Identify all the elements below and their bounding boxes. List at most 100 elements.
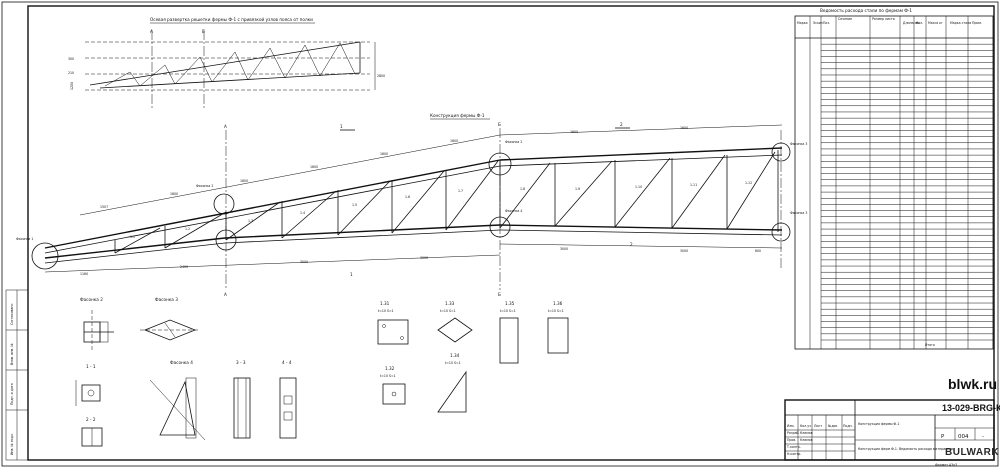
member-label-11: 1.11 bbox=[690, 183, 697, 187]
top-view-dim-1: 2800 bbox=[377, 74, 385, 78]
detail-fasonka-4: Фасонка 4 bbox=[149, 360, 206, 441]
steel-table-title: Ведомость расхода стали по фермам Ф-1 bbox=[820, 8, 912, 13]
title-desc-1: Конструкция фермы Ф-1 bbox=[858, 422, 899, 426]
plate-1-32: 1.32 t=10 S=1 bbox=[380, 366, 406, 405]
cut-mark-2: 2 bbox=[620, 122, 623, 127]
svg-text:Лист: Лист bbox=[814, 424, 822, 428]
cut-mark-1: 1 bbox=[340, 124, 343, 129]
svg-text:Изм.: Изм. bbox=[787, 424, 795, 428]
svg-text:Фасонка 2: Фасонка 2 bbox=[80, 297, 103, 302]
bottom-dim-1: 1160 bbox=[80, 272, 88, 276]
member-label-10: 1.10 bbox=[635, 185, 642, 189]
svg-text:1 - 1: 1 - 1 bbox=[86, 364, 96, 369]
member-label-7: 1.7 bbox=[458, 189, 463, 193]
table-header-8: Марка стали bbox=[950, 21, 971, 25]
member-label-5: 1.5 bbox=[352, 203, 357, 207]
side-stamp-label-3: Взам. инв. № bbox=[10, 343, 14, 365]
side-stamp: Инв. № подл. Подп. и дата Взам. инв. № С… bbox=[5, 289, 29, 461]
title-block: 13-029-BRG-КМ-1 Разраб. Пров. Т.контр. Н… bbox=[784, 399, 1000, 467]
detail-fasonka-2: Фасонка 2 bbox=[80, 297, 114, 352]
top-view-dim-4: 210 bbox=[68, 71, 74, 75]
svg-text:Н.контр.: Н.контр. bbox=[787, 452, 801, 456]
bottom-dim-3: 3000 bbox=[300, 260, 308, 264]
table-header-0: Марка bbox=[797, 21, 808, 25]
member-label-2: 1.2 bbox=[185, 227, 190, 231]
top-dim-2: 1600 bbox=[170, 192, 178, 196]
top-dim-7: 1600 bbox=[570, 130, 578, 134]
svg-text:t=10 S=1: t=10 S=1 bbox=[378, 309, 394, 313]
sheet-number: 004 bbox=[958, 434, 969, 440]
section-mark-b-top: Б bbox=[498, 122, 501, 127]
detail-section-3-3: 3 - 3 bbox=[233, 360, 251, 439]
bottom-dim-5: 3000 bbox=[560, 247, 568, 251]
title-desc-2: Конструкция ферм Ф-1. Ведомость расхода … bbox=[858, 447, 954, 451]
section-mark-b-bottom: Б bbox=[498, 292, 501, 297]
detail-section-1-1: 1 - 1 bbox=[75, 364, 101, 406]
svg-text:Климов: Климов bbox=[800, 438, 813, 442]
svg-text:Фасонка 4: Фасонка 4 bbox=[170, 360, 193, 365]
svg-text:Т.контр.: Т.контр. bbox=[786, 445, 801, 449]
svg-text:Подп.: Подп. bbox=[843, 424, 853, 428]
format-label: Формат А3х3 bbox=[935, 463, 957, 467]
svg-text:1.36: 1.36 bbox=[553, 301, 563, 306]
table-header-4: Размер листа bbox=[872, 17, 895, 21]
svg-text:№док: №док bbox=[828, 424, 837, 428]
cut-mark-1b: 1 bbox=[350, 272, 353, 277]
top-development-view: Осевая развертка решетки фермы Ф-1 с при… bbox=[68, 17, 385, 110]
callout-4: Фасонка 3 bbox=[790, 142, 807, 146]
node-circle-a-bottom bbox=[215, 229, 237, 251]
svg-text:Разраб.: Разраб. bbox=[787, 431, 800, 435]
svg-text:1.34: 1.34 bbox=[450, 353, 460, 358]
callout-2: Фасонка 2 bbox=[196, 184, 213, 188]
callout-6: Фасонка 4 bbox=[505, 209, 522, 213]
plate-1-33: 1.33 t=10 S=1 bbox=[437, 301, 473, 343]
top-view-label-b: Б bbox=[202, 29, 205, 34]
member-label-3: 1.3 bbox=[248, 219, 253, 223]
svg-text:2 - 2: 2 - 2 bbox=[86, 417, 96, 422]
table-header-3: Сечение bbox=[838, 17, 852, 21]
table-header-1: Эскиз bbox=[813, 21, 823, 25]
svg-text:t=10 S=1: t=10 S=1 bbox=[500, 309, 516, 313]
member-label-8: 1.8 bbox=[520, 187, 525, 191]
node-circle-support bbox=[31, 242, 59, 270]
svg-text:3 - 3: 3 - 3 bbox=[236, 360, 246, 365]
callout-1: Фасонка 1 bbox=[16, 237, 33, 241]
table-header-7: Масса кг bbox=[928, 21, 943, 25]
svg-text:t=10 S=1: t=10 S=1 bbox=[380, 374, 396, 378]
stage: Р bbox=[941, 434, 945, 440]
table-header-6: Кол. bbox=[916, 21, 923, 25]
plate-1-36: 1.36 t=10 S=1 bbox=[547, 301, 569, 354]
svg-text:Климов: Климов bbox=[800, 431, 813, 435]
table-header-9: Прим. bbox=[972, 21, 982, 25]
table-header-2: Поз. bbox=[823, 21, 830, 25]
table-header-5: Длина мм bbox=[903, 21, 920, 25]
member-label-12: 1.12 bbox=[745, 181, 752, 185]
side-stamp-label-1: Инв. № подл. bbox=[10, 433, 14, 455]
plate-1-34: 1.34 t=10 S=1 bbox=[437, 353, 467, 413]
svg-text:t=10 S=1: t=10 S=1 bbox=[445, 361, 461, 365]
cut-mark-2b: 2 bbox=[630, 242, 633, 247]
svg-text:t=10 S=1: t=10 S=1 bbox=[440, 309, 456, 313]
svg-text:1.31: 1.31 bbox=[380, 301, 390, 306]
svg-text:Фасонка 3: Фасонка 3 bbox=[155, 297, 178, 302]
detail-section-2-2: 2 - 2 bbox=[81, 417, 103, 447]
node-circle-b-bottom bbox=[489, 216, 511, 238]
top-view-label-a: А bbox=[150, 29, 153, 34]
node-circle-a-top bbox=[213, 193, 235, 215]
sheet-count: - bbox=[982, 434, 984, 440]
section-mark-a-top: А bbox=[224, 124, 227, 129]
table-total-label: Итого bbox=[925, 343, 935, 347]
top-dim-3: 1600 bbox=[240, 179, 248, 183]
svg-text:Пров.: Пров. bbox=[787, 438, 796, 442]
member-label-4: 1.4 bbox=[300, 211, 305, 215]
top-dim-8: 1600 bbox=[680, 126, 688, 130]
top-view-title: Осевая развертка решетки фермы Ф-1 с при… bbox=[150, 17, 313, 22]
side-stamp-label-2: Подп. и дата bbox=[10, 383, 14, 405]
plate-1-31: 1.31 t=10 S=1 bbox=[377, 301, 409, 345]
steel-table-frame bbox=[794, 15, 994, 350]
top-view-dim-2: 1200 bbox=[70, 82, 74, 90]
truss-elevation: Конструкция фермы Ф-1 А А Б Б bbox=[16, 113, 807, 297]
top-dim-6: 1600 bbox=[450, 139, 458, 143]
bottom-dim-7: 600 bbox=[755, 249, 761, 253]
